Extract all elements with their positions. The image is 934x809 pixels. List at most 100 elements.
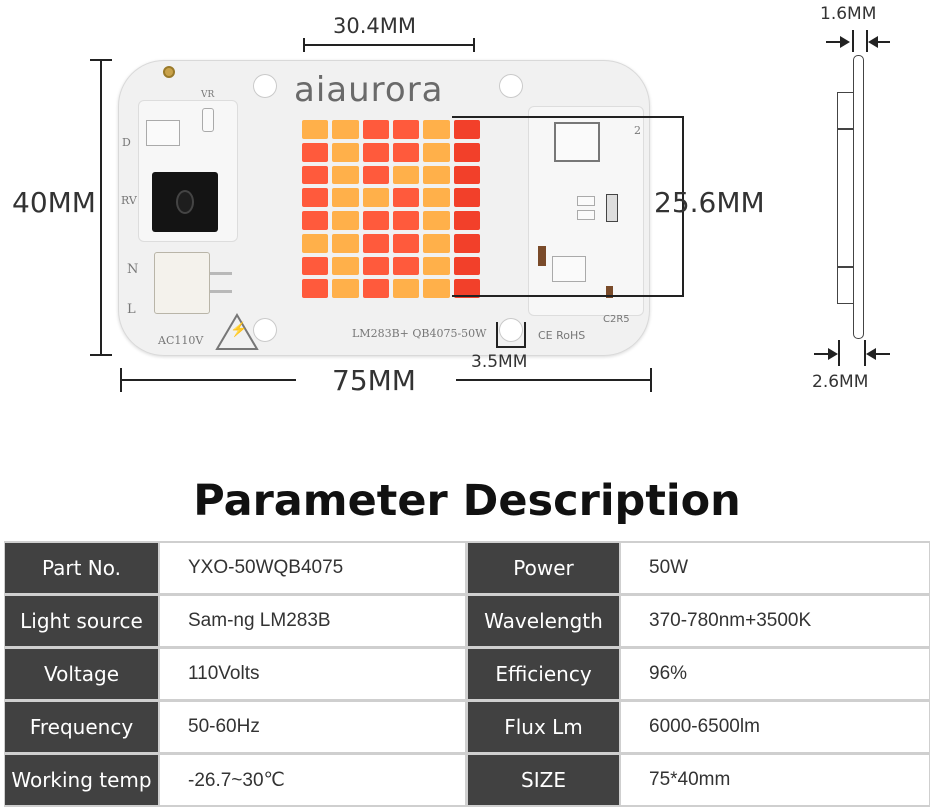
total-thickness-tick-left (838, 340, 840, 366)
component-smd (577, 196, 595, 206)
led-chip (362, 211, 389, 230)
connector-pin (210, 290, 232, 293)
param-value: 6000-6500lm (621, 702, 929, 752)
param-value: 50W (621, 543, 929, 593)
total-thickness-arrow-left (814, 353, 836, 355)
led-width-tick-left (303, 38, 305, 52)
board-height-dimension-label: 40MM (12, 186, 96, 219)
led-chip (302, 120, 329, 139)
trimmer-resistor (152, 172, 218, 232)
led-chip (393, 211, 420, 230)
total-thickness-arrow-right (870, 353, 890, 355)
component-d (146, 120, 180, 146)
led-chip (423, 120, 450, 139)
param-label: Flux Lm (468, 702, 619, 752)
led-chip (423, 188, 450, 207)
board-height-tick-top (90, 59, 112, 61)
brand-logo: aiaurora (294, 70, 444, 110)
led-chip (423, 279, 450, 298)
led-chip (332, 165, 359, 185)
led-chip (302, 211, 329, 230)
param-value: 110Volts (160, 649, 465, 699)
label-d: D (122, 136, 131, 149)
led-chip (393, 233, 420, 253)
board-width-tick-left (120, 368, 122, 392)
led-chip (453, 165, 480, 185)
led-chip (423, 256, 450, 276)
led-chip (423, 165, 450, 185)
cert-print: CE RoHS (538, 329, 586, 342)
label-rv: RV (121, 194, 137, 207)
led-chip (302, 256, 329, 276)
component-smd (577, 210, 595, 220)
arrow-right-icon (840, 36, 850, 48)
led-chip (423, 142, 450, 162)
component-bridge (552, 256, 586, 282)
led-height-dimension-line (682, 116, 684, 297)
component-vr (202, 108, 214, 132)
product-drawing: 30.4MM 40MM aiaurora VR D RV N L AC110V … (12, 4, 890, 397)
led-chip (393, 165, 420, 185)
param-label: SIZE (468, 755, 619, 805)
component-resistor (606, 286, 613, 298)
hole-tick-left (496, 322, 498, 348)
mounting-hole-bottom-left (253, 318, 277, 342)
side-view-step (837, 266, 854, 268)
param-label: Part No. (5, 543, 158, 593)
solder-point (163, 66, 175, 78)
param-label: Voltage (5, 649, 158, 699)
led-chip (362, 120, 389, 139)
param-label: Wavelength (468, 596, 619, 646)
led-chip (453, 142, 480, 162)
led-height-dimension-label: 25.6MM (654, 186, 765, 219)
total-thickness-label: 2.6MM (812, 372, 869, 392)
side-view-strip (853, 55, 864, 339)
param-value: Sam-ng LM283B (160, 596, 465, 646)
led-width-dimension-label: 30.4MM (333, 14, 416, 38)
param-label: Power (468, 543, 619, 593)
board-width-tick-right (650, 368, 652, 392)
board-width-dimension-label: 75MM (332, 364, 416, 397)
led-chip (332, 233, 359, 253)
label-c2r5: C2R5 (603, 314, 630, 325)
trimmer-knob (176, 190, 194, 214)
mounting-hole-top-left (253, 74, 277, 98)
led-chip (302, 142, 329, 162)
led-chip (362, 279, 389, 298)
warning-bolt-icon: ⚡ (230, 322, 248, 338)
led-chip (362, 256, 389, 276)
strip-thickness-tick-right (866, 30, 868, 52)
strip-thickness-label: 1.6MM (820, 4, 877, 24)
rectifier-chip (554, 122, 600, 162)
led-chip (302, 279, 329, 298)
param-value: 50-60Hz (160, 702, 465, 752)
led-chip (393, 188, 420, 207)
hole-dimension-label: 3.5MM (471, 352, 528, 372)
board-width-line-left (120, 379, 296, 381)
board-height-tick-bottom (90, 354, 112, 356)
component-capacitor (606, 194, 618, 222)
param-value: 96% (621, 649, 929, 699)
param-label: Light source (5, 596, 158, 646)
param-value: YXO-50WQB4075 (160, 543, 465, 593)
led-chip (302, 165, 329, 185)
led-chip (362, 165, 389, 185)
mounting-hole-bottom-right (499, 318, 523, 342)
led-chip (332, 120, 359, 139)
side-view-step (837, 128, 854, 130)
component-diode (538, 246, 546, 266)
param-value: -26.7~30℃ (160, 755, 465, 805)
led-chip (393, 256, 420, 276)
strip-thickness-arrow-right (872, 41, 890, 43)
led-chip (332, 188, 359, 207)
param-label: Frequency (5, 702, 158, 752)
warning-triangle-icon (215, 313, 259, 350)
mounting-hole-top-right (499, 74, 523, 98)
param-value: 370-780nm+3500K (621, 596, 929, 646)
led-chip (332, 279, 359, 298)
voltage-print: AC110V (158, 334, 204, 347)
led-chip (393, 279, 420, 298)
hole-dimension-line (496, 346, 526, 348)
led-chip (453, 279, 480, 298)
parameter-title: Parameter Description (193, 476, 741, 526)
